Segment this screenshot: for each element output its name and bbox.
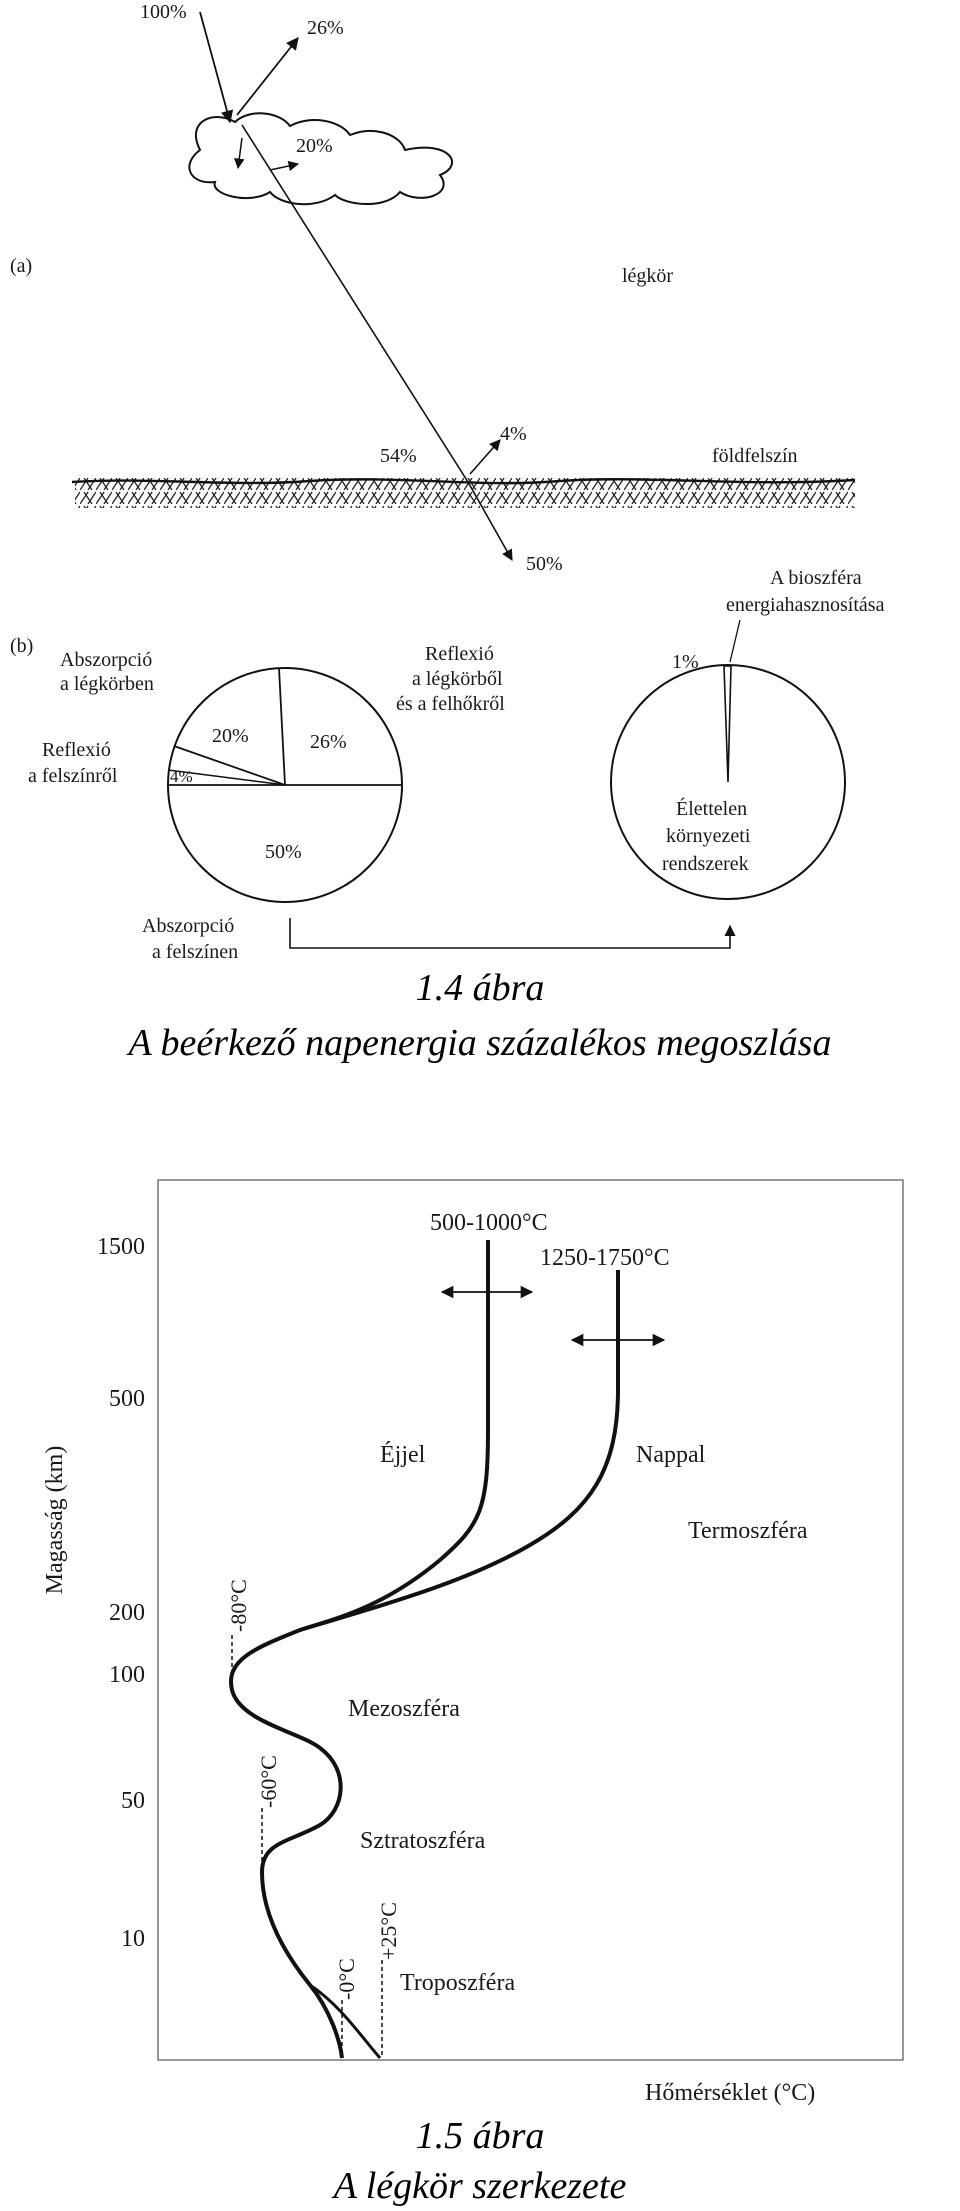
temp-minus60-label: -60°C [256, 1755, 281, 1808]
temp-0-label: -0°C [334, 1958, 359, 2000]
refl-atm-line1: Reflexió [425, 643, 494, 665]
stratosphere-label: Sztratoszféra [360, 1828, 486, 1854]
pie1-slice-50-label: 50% [265, 841, 302, 863]
fig14-caption-line2: A beérkező napenergia százalékos megoszl… [126, 1022, 832, 1064]
night-temperature-curve [229, 1240, 490, 2059]
reflected-26-label: 26% [307, 17, 344, 39]
fig15-chart: Magasság (km) 1500 500 200 100 50 10 500… [42, 1179, 904, 2106]
pie1-divider-top [278, 667, 286, 786]
night-label: Éjjel [380, 1442, 426, 1468]
part-b-label: (b) [10, 635, 33, 657]
refl-atm-line3: és a felhőkről [396, 693, 505, 715]
abs-surf-line2: a felszínen [152, 941, 238, 963]
nonliving-line3: rendszerek [662, 853, 749, 875]
ground-surface-line [71, 478, 856, 485]
y-tick-1500: 1500 [97, 1234, 145, 1260]
y-tick-50: 50 [121, 1788, 145, 1814]
bio-leader-line [729, 619, 741, 663]
pie2-sliver-1pct [723, 665, 732, 783]
refl-surf-line1: Reflexió [42, 739, 111, 761]
cloud-shape [188, 112, 453, 206]
abs-atm-line1: Abszorpció [60, 649, 152, 671]
pie2-1pct-label: 1% [672, 651, 699, 673]
surface-label: földfelszín [712, 445, 798, 467]
transmitted-radiation-line [241, 124, 469, 483]
fig14-part-a: (a) 100% 26% 20% légkör 54% 4% földfelsz… [10, 1, 856, 575]
nonliving-line2: környezeti [666, 825, 751, 847]
surface-day-branch [309, 1983, 382, 2059]
y-tick-100: 100 [109, 1662, 145, 1688]
pie1-slice-4-label: 4% [170, 767, 193, 786]
pie-chart-bio: 1% A bioszféra energiahasznosítása Élett… [610, 567, 885, 900]
fig15-caption-line2: A légkör szerkezete [331, 2165, 627, 2207]
fig15-caption-line1: 1.5 ábra [416, 2115, 545, 2157]
night-range-label: 500-1000°C [430, 1210, 548, 1236]
day-range-label: 1250-1750°C [540, 1245, 670, 1271]
pie1-divider-small [167, 769, 286, 786]
pie1-slice-26-label: 26% [310, 731, 347, 753]
connector-arrow [289, 918, 736, 949]
mesosphere-label: Mezoszféra [348, 1696, 460, 1722]
y-tick-500: 500 [109, 1386, 145, 1412]
surface-reflect-4-label: 4% [500, 423, 527, 445]
bio-line2: energiahasznosítása [726, 594, 885, 616]
fig14-caption-line1: 1.4 ábra [416, 967, 545, 1009]
part-a-label: (a) [10, 255, 32, 277]
refl-surf-line2: a felszínről [28, 765, 118, 787]
pie1-divider-left [173, 745, 286, 786]
troposphere-label: Troposzféra [400, 1970, 515, 1996]
abs-surf-line1: Abszorpció [142, 915, 234, 937]
day-label: Nappal [636, 1442, 706, 1468]
incoming-radiation-line [199, 11, 234, 124]
temp-minus80-label: -80°C [226, 1579, 251, 1632]
atmosphere-label: légkör [622, 265, 673, 287]
day-temperature-curve [299, 1270, 620, 1632]
y-axis-label: Magasság (km) [42, 1446, 68, 1595]
pie-chart-energy: 20% 26% 4% 50% [167, 667, 403, 903]
surface-54-label: 54% [380, 445, 417, 467]
refl-atm-line2: a légkörből [412, 668, 503, 690]
incoming-100-label: 100% [140, 1, 187, 23]
cloud-20-arrow-down [234, 137, 245, 170]
reflected-26-arrow [236, 37, 299, 116]
nonliving-line1: Élettelen [676, 797, 747, 820]
surface-reflect-4-arrow [469, 439, 501, 475]
cloud-20-label: 20% [296, 135, 333, 157]
cloud-20-arrow-right [269, 160, 300, 172]
abs-atm-line2: a légkörben [60, 673, 154, 695]
thermosphere-label: Termoszféra [688, 1518, 808, 1544]
temp-plus25-label: +25°C [376, 1902, 401, 1960]
y-tick-200: 200 [109, 1600, 145, 1626]
absorbed-50-label: 50% [526, 553, 563, 575]
x-axis-label: Hőmérséklet (°C) [645, 2080, 815, 2106]
fig14-part-b: (b) 20% 26% 4% 50% Abszorpció a légkörbe… [10, 567, 885, 963]
fig15-frame [157, 1179, 904, 2061]
bio-line1: A bioszféra [770, 567, 862, 589]
pie1-slice-20-label: 20% [212, 725, 249, 747]
y-tick-10: 10 [121, 1926, 145, 1952]
